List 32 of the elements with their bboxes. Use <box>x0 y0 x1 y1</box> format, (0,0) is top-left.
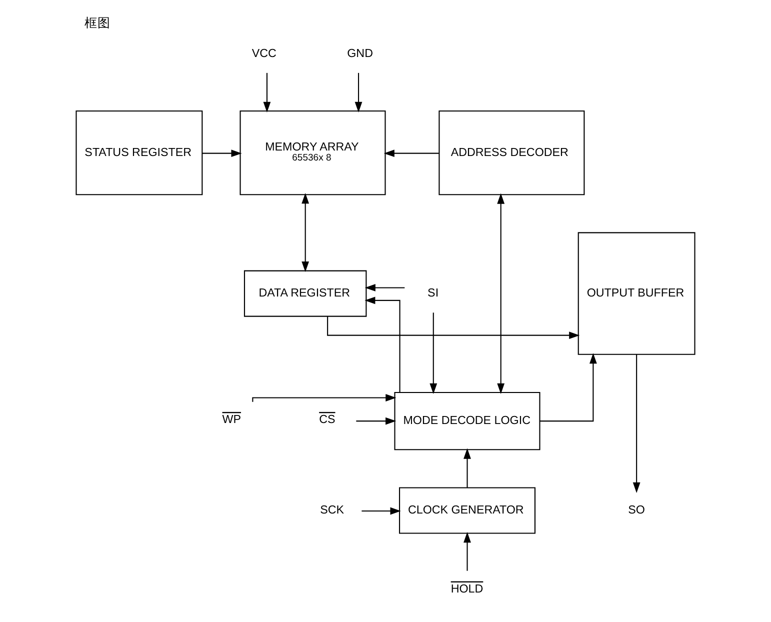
arrow <box>202 150 242 158</box>
node-box: ADDRESS DECODER <box>438 110 585 196</box>
arrow <box>362 507 401 515</box>
node-box: OUTPUT BUFFER <box>578 232 696 355</box>
arrow <box>364 296 400 392</box>
node-text: WP <box>222 412 242 426</box>
node-box: MODE DECODE LOGIC <box>394 392 540 450</box>
arrow <box>497 193 505 394</box>
node-text: SCK <box>320 503 344 516</box>
node-text: SI <box>428 286 439 300</box>
node-box: MEMORY ARRAY 65536x 8 <box>240 110 386 196</box>
node-text: SO <box>628 503 645 516</box>
arrow <box>356 417 396 425</box>
arrow <box>632 354 640 493</box>
arrow <box>327 316 580 340</box>
arrow <box>354 72 362 112</box>
arrow <box>302 193 310 272</box>
node-box: DATA REGISTER <box>244 270 367 317</box>
node-text: CS <box>319 412 336 426</box>
arrow <box>263 72 271 112</box>
diagram-title: 框图 <box>84 16 111 30</box>
node-text: HOLD <box>450 582 484 596</box>
arrow <box>540 353 597 422</box>
node-text: GND <box>347 46 373 60</box>
arrow <box>364 284 405 292</box>
arrow <box>430 312 438 394</box>
arrow <box>464 532 471 571</box>
node-box: STATUS REGISTER <box>76 110 203 196</box>
node-text: VCC <box>252 46 276 60</box>
arrow <box>464 448 471 488</box>
arrow <box>384 150 439 158</box>
node-box: CLOCK GENERATOR <box>399 487 536 534</box>
